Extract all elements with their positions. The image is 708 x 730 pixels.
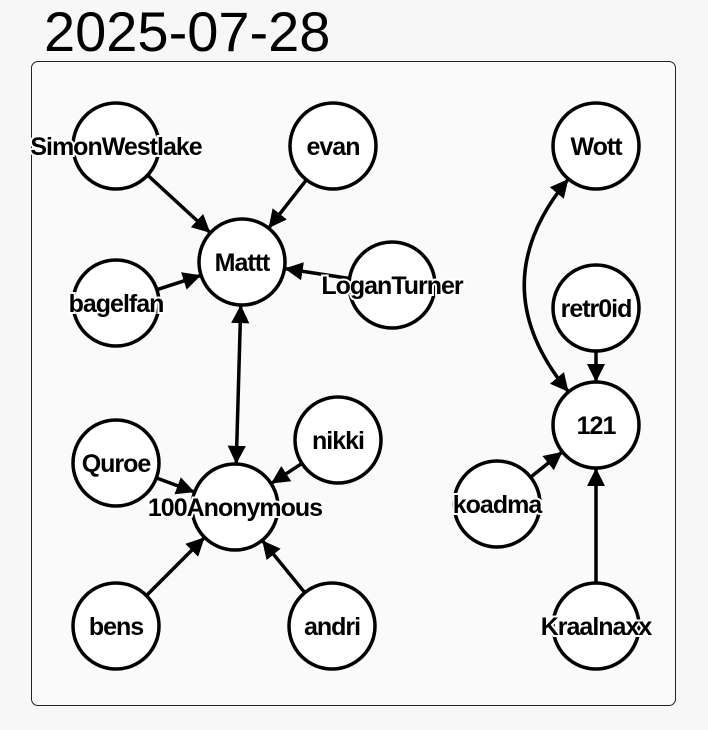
- edge-nikki-to-100anonymous: [270, 461, 303, 486]
- node-evan: evan: [288, 101, 378, 191]
- node-label: LoganTurner: [321, 272, 464, 300]
- node-simonwestlake: SimonWestlake: [28, 101, 206, 191]
- node-label: 100Anonymous: [148, 494, 322, 522]
- node-circle: [551, 380, 641, 470]
- node-label: retr0id: [561, 295, 632, 323]
- edge-loganturner-to-matt: [284, 262, 350, 281]
- edge-quroe-to-100anonymous: [155, 476, 196, 495]
- edge-evan-to-matt: [267, 178, 308, 230]
- node-circle: [71, 101, 161, 191]
- node-121: 121: [551, 380, 641, 470]
- node-retr0id: retr0id: [551, 263, 641, 353]
- node-label: Mattt: [215, 249, 271, 277]
- node-label: koadma: [453, 491, 544, 519]
- node-label: Quroe: [82, 450, 152, 478]
- node-kraalnaxx: Kraalnaxx: [539, 581, 655, 671]
- node-circle: [452, 459, 542, 549]
- node-circle: [71, 418, 161, 508]
- node-label: andri: [304, 613, 360, 641]
- node-wott: Wott: [551, 101, 641, 191]
- node-loganturner: LoganTurner: [319, 240, 467, 330]
- node-matt: Mattt: [197, 217, 287, 307]
- node-label: 121: [577, 412, 617, 440]
- edge-koadma-to-121: [529, 450, 564, 479]
- node-label: SimonWestlake: [30, 133, 202, 161]
- node-label: Kraalnaxx: [541, 613, 653, 641]
- edges-layer: [145, 173, 606, 597]
- node-label: bens: [89, 613, 143, 641]
- node-label: bagelfan: [69, 290, 164, 318]
- node-bagelfan: bagelfan: [67, 258, 166, 348]
- node-circle: [190, 462, 280, 552]
- node-circle: [288, 101, 378, 191]
- edge-andri-to-100anonymous: [260, 539, 307, 594]
- edge-bens-to-100anonymous: [145, 536, 206, 597]
- diagram-title: 2025-07-28: [44, 0, 331, 63]
- node-circle: [71, 258, 161, 348]
- edge-wott-to-121: [522, 177, 570, 394]
- node-andri: andri: [287, 581, 377, 671]
- node-circle: [287, 581, 377, 671]
- node-label: nikki: [312, 427, 364, 455]
- node-100anonymous: 100Anonymous: [146, 462, 325, 552]
- node-bens: bens: [71, 581, 161, 671]
- node-label: Wott: [570, 133, 623, 161]
- edge-matt-to-100anonymous: [227, 304, 250, 465]
- node-circle: [551, 263, 641, 353]
- node-koadma: koadma: [451, 459, 546, 549]
- node-circle: [293, 395, 383, 485]
- node-label: evan: [307, 133, 360, 161]
- node-circle: [551, 581, 641, 671]
- edge-bagelfan-to-matt: [156, 272, 202, 292]
- node-circle: [347, 240, 437, 330]
- node-circle: [71, 581, 161, 671]
- node-quroe: Quroe: [71, 418, 161, 508]
- edge-simonwestlake-to-matt: [146, 173, 212, 235]
- node-nikki: nikki: [293, 395, 383, 485]
- node-circle: [551, 101, 641, 191]
- node-circle: [197, 217, 287, 307]
